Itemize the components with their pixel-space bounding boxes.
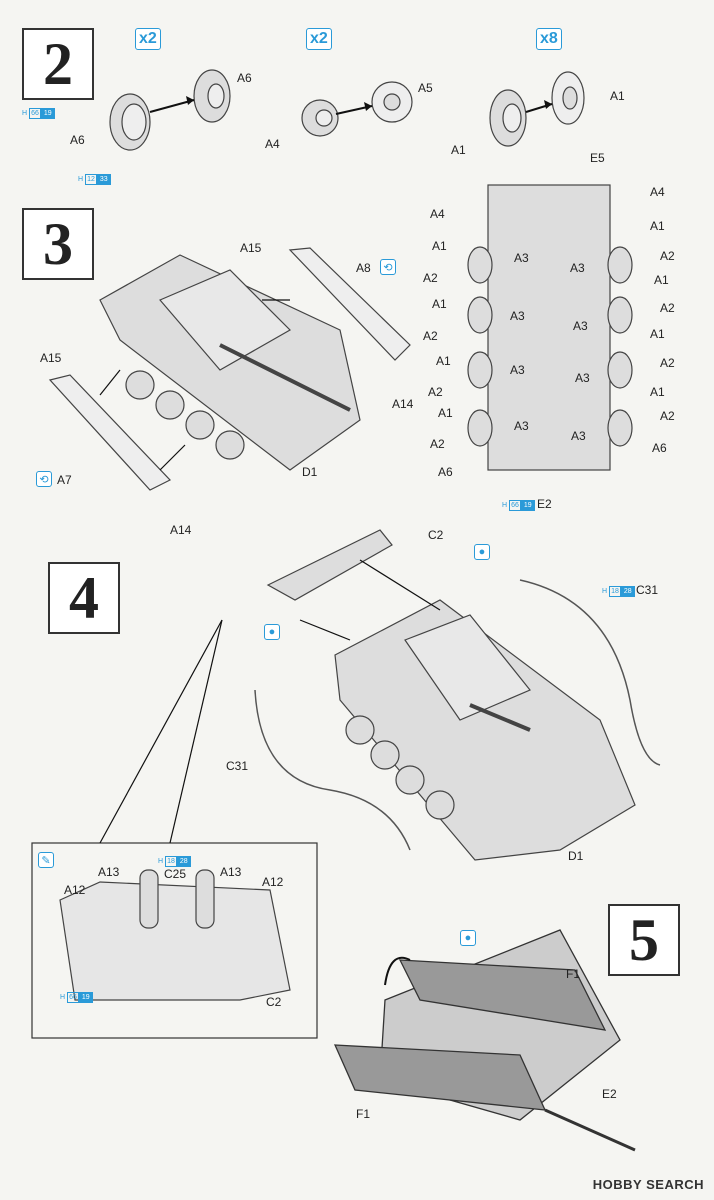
part-label: A6 xyxy=(70,133,85,147)
part-label: A1 xyxy=(650,219,665,233)
part-label: A13 xyxy=(98,865,120,879)
side-skirt-drawing xyxy=(48,374,171,491)
part-label: A2 xyxy=(660,409,675,423)
part-label: E5 xyxy=(590,151,605,165)
cement-icon: ● xyxy=(264,624,280,640)
watermark: HOBBY SEARCH xyxy=(592,1177,704,1192)
part-label: A1 xyxy=(451,143,466,157)
part-label: A6 xyxy=(237,71,252,85)
part-label: C25 xyxy=(164,867,187,881)
cement-icon: ● xyxy=(474,544,490,560)
step-5-number: 5 xyxy=(608,904,680,976)
part-label: F1 xyxy=(566,967,581,981)
part-label: A2 xyxy=(428,385,443,399)
part-label: A6 xyxy=(652,441,667,455)
quantity-x2-badge: x2 xyxy=(306,28,332,50)
part-label: A12 xyxy=(64,883,86,897)
step-2-number: 2 xyxy=(22,28,94,100)
part-label: A15 xyxy=(240,241,262,255)
part-label: C31 xyxy=(226,759,249,773)
step-4-number: 4 xyxy=(48,562,120,634)
part-label: A3 xyxy=(514,419,529,433)
part-label: C2 xyxy=(428,528,444,542)
part-label: A7 xyxy=(57,473,72,487)
part-label: A2 xyxy=(660,356,675,370)
part-label: A1 xyxy=(432,239,447,253)
part-label: A1 xyxy=(436,354,451,368)
part-label: A3 xyxy=(573,319,588,333)
part-label: A1 xyxy=(650,327,665,341)
part-label: A3 xyxy=(570,261,585,275)
part-label: A2 xyxy=(423,271,438,285)
part-label: E2 xyxy=(537,497,552,511)
track-drawing xyxy=(398,959,607,1031)
hull-bottom-drawing xyxy=(487,184,611,471)
step-3-number: 3 xyxy=(22,208,94,280)
part-label: A1 xyxy=(438,406,453,420)
part-label: A3 xyxy=(514,251,529,265)
brush-icon: ✎ xyxy=(38,852,54,868)
part-label: A14 xyxy=(392,397,414,411)
part-label: A1 xyxy=(650,385,665,399)
bend-icon: ⟲ xyxy=(36,471,52,487)
track-drawing xyxy=(333,1044,547,1111)
part-label: E2 xyxy=(602,1087,617,1101)
quantity-x2-badge: x2 xyxy=(135,28,161,50)
part-label: A15 xyxy=(40,351,62,365)
part-label: A3 xyxy=(571,429,586,443)
quantity-x8-badge: x8 xyxy=(536,28,562,50)
engine-deck-detail xyxy=(59,881,291,1001)
part-label: A14 xyxy=(170,523,192,537)
part-label: A12 xyxy=(262,875,284,889)
part-label: D1 xyxy=(302,465,318,479)
part-label: F1 xyxy=(356,1107,371,1121)
bend-icon: ⟲ xyxy=(380,259,396,275)
cement-icon: ● xyxy=(460,930,476,946)
part-label: A4 xyxy=(265,137,280,151)
part-label: A2 xyxy=(660,301,675,315)
part-label: A6 xyxy=(438,465,453,479)
part-label: A5 xyxy=(418,81,433,95)
part-label: A3 xyxy=(510,363,525,377)
part-label: A1 xyxy=(432,297,447,311)
part-label: A13 xyxy=(220,865,242,879)
part-label: A2 xyxy=(430,437,445,451)
part-label: A3 xyxy=(510,309,525,323)
part-label: A4 xyxy=(650,185,665,199)
part-label: A2 xyxy=(423,329,438,343)
engine-deck-drawing xyxy=(266,529,393,601)
side-skirt-drawing xyxy=(288,247,411,361)
part-label: D1 xyxy=(568,849,584,863)
detail-inset-frame xyxy=(31,842,318,1039)
part-label: A3 xyxy=(575,371,590,385)
part-label: A1 xyxy=(654,273,669,287)
part-label: C31 xyxy=(636,583,659,597)
part-label: C2 xyxy=(266,995,282,1009)
part-label: A1 xyxy=(610,89,625,103)
part-label: A8 xyxy=(356,261,371,275)
part-label: A2 xyxy=(660,249,675,263)
part-label: A4 xyxy=(430,207,445,221)
